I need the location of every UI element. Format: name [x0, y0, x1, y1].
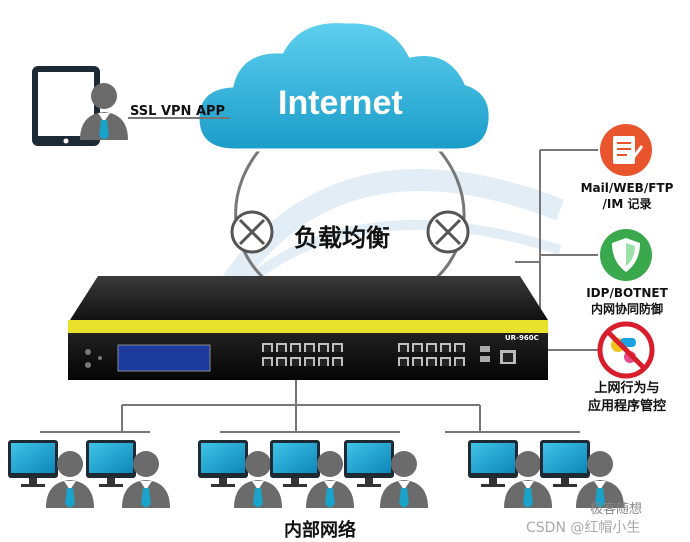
device-model-label: UR-960C: [505, 334, 539, 342]
firewall-device: [68, 276, 548, 380]
lan-pc: [8, 440, 58, 487]
feature-app-control-line2: 应用程序管控: [587, 399, 666, 414]
load-balance-node-right: [426, 210, 470, 254]
lan-pc: [198, 440, 248, 487]
feature-idp-label: IDP/BOTNET 内网协同防御: [568, 285, 686, 317]
lan-label: 内部网络: [284, 520, 356, 541]
lan-pc: [468, 440, 518, 487]
load-balance-label: 负载均衡: [294, 224, 390, 252]
feature-app-control-label: 上网行为与 应用程序管控: [568, 380, 686, 416]
feature-mail-line2: /IM 记录: [602, 197, 652, 211]
document-pen-icon: [600, 124, 652, 176]
lan-pc: [86, 440, 136, 487]
feature-mail-line1: Mail/WEB/FTP: [580, 181, 674, 195]
load-balance-node-left: [230, 210, 274, 254]
ssl-vpn-label: SSL VPN APP: [130, 104, 226, 119]
lan-pc: [540, 440, 590, 487]
lan-pc: [344, 440, 394, 487]
watermark-brand: 极客随想: [590, 502, 643, 517]
lan-computers: [8, 440, 624, 508]
feature-app-control-line1: 上网行为与: [594, 381, 660, 396]
internet-label: Internet: [278, 84, 403, 122]
feature-mail-label: Mail/WEB/FTP /IM 记录: [568, 180, 686, 212]
lan-pc: [270, 440, 320, 487]
internet-cloud: [196, 20, 492, 152]
shield-icon: [600, 229, 652, 281]
feature-idp-line1: IDP/BOTNET: [586, 286, 668, 300]
watermark-credit: CSDN @红帽小生: [526, 520, 641, 536]
feature-idp-line2: 内网协同防御: [590, 302, 663, 316]
blocked-apps-icon: [597, 321, 655, 379]
